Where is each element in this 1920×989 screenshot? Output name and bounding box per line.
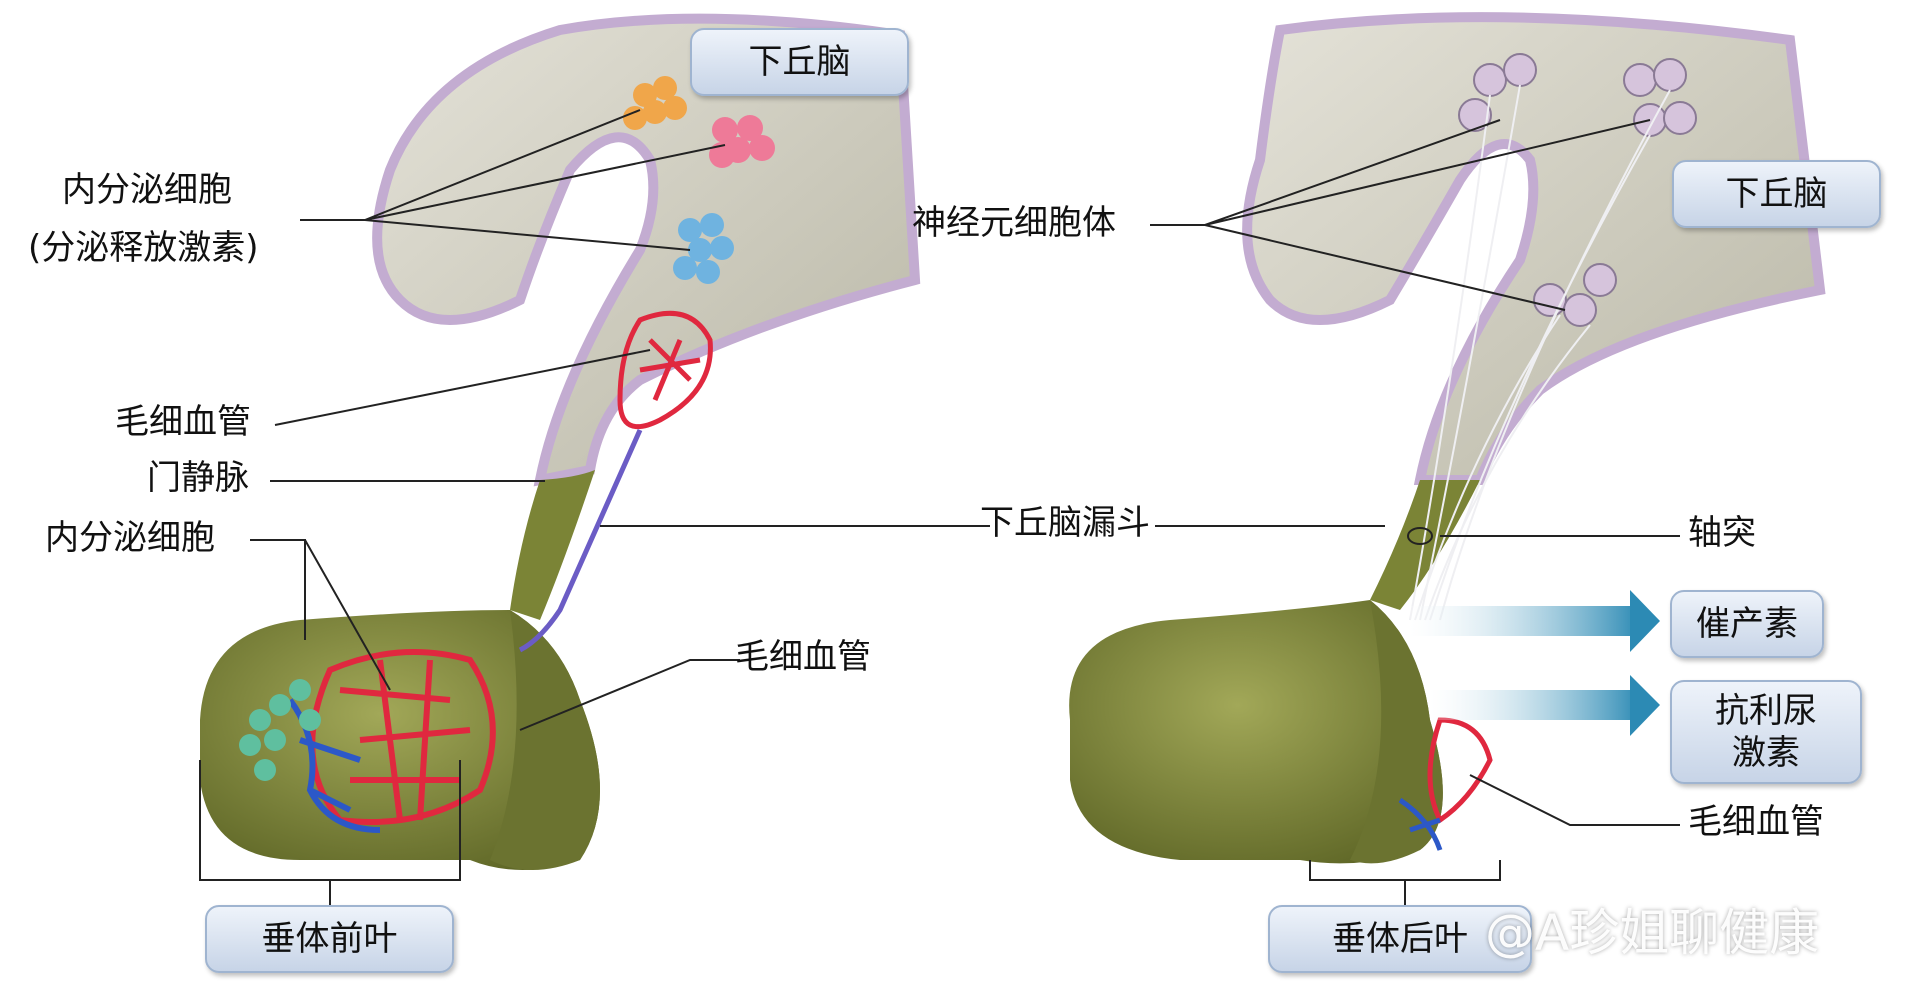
anterior-pituitary-box: 垂体前叶 xyxy=(205,905,454,973)
oxytocin-box: 催产素 xyxy=(1670,590,1824,658)
watermark-text: @A珍姐聊健康 xyxy=(1485,904,1820,962)
endocrine-cells-pink xyxy=(709,115,775,168)
endocrine-cells-top-label: 内分泌细胞 xyxy=(62,170,232,210)
capillary-right xyxy=(1398,717,1493,851)
adh-label-line1: 抗利尿 xyxy=(1715,690,1817,731)
axon-label: 轴突 xyxy=(1688,513,1756,553)
right-hypothalamus-label: 下丘脑 xyxy=(1725,173,1828,214)
leader-lines xyxy=(199,109,1680,905)
endocrine-cells-lower-label: 内分泌细胞 xyxy=(45,518,215,558)
endocrine-cells-top-note: (分泌释放激素) xyxy=(28,228,259,268)
posterior-pituitary-label: 垂体后叶 xyxy=(1332,918,1468,959)
oxytocin-label: 催产素 xyxy=(1696,603,1798,644)
endocrine-cells-green xyxy=(239,679,321,781)
left-hypothalamus-box: 下丘脑 xyxy=(690,28,909,96)
oxytocin-arrow xyxy=(1410,590,1660,652)
portal-vein-line xyxy=(518,428,643,653)
axon-marker xyxy=(1407,527,1433,545)
neuron-cell-bodies-label: 神经元细胞体 xyxy=(912,203,1116,243)
capillary-right-label: 毛细血管 xyxy=(1688,802,1824,842)
capillary-upper-label: 毛细血管 xyxy=(115,402,251,442)
portal-vein-label: 门静脉 xyxy=(147,458,249,498)
right-hypothalamus-box: 下丘脑 xyxy=(1672,160,1881,228)
posterior-pituitary-shape xyxy=(1069,600,1443,864)
capillary-lower-label: 毛细血管 xyxy=(735,637,871,677)
infundibulum-label: 下丘脑漏斗 xyxy=(980,503,1150,543)
right-hypothalamus-shape xyxy=(1242,12,1826,485)
adh-label-line2: 激素 xyxy=(1732,733,1800,773)
anterior-pituitary-label: 垂体前叶 xyxy=(261,918,398,959)
left-hypothalamus-shape xyxy=(372,13,921,487)
left-infundibulum xyxy=(510,470,595,620)
left-hypothalamus-label: 下丘脑 xyxy=(748,41,851,82)
anterior-pituitary-shape xyxy=(200,610,600,870)
adh-arrow xyxy=(1430,675,1660,736)
axon-bundle xyxy=(1409,84,1671,621)
posterior-pituitary-box: 垂体后叶 xyxy=(1268,905,1532,973)
adh-box: 抗利尿 激素 xyxy=(1670,680,1862,784)
endocrine-cells-blue xyxy=(673,213,734,284)
right-infundibulum xyxy=(1370,480,1480,610)
capillary-upper-left xyxy=(617,310,713,430)
endocrine-cells-orange xyxy=(623,76,687,130)
